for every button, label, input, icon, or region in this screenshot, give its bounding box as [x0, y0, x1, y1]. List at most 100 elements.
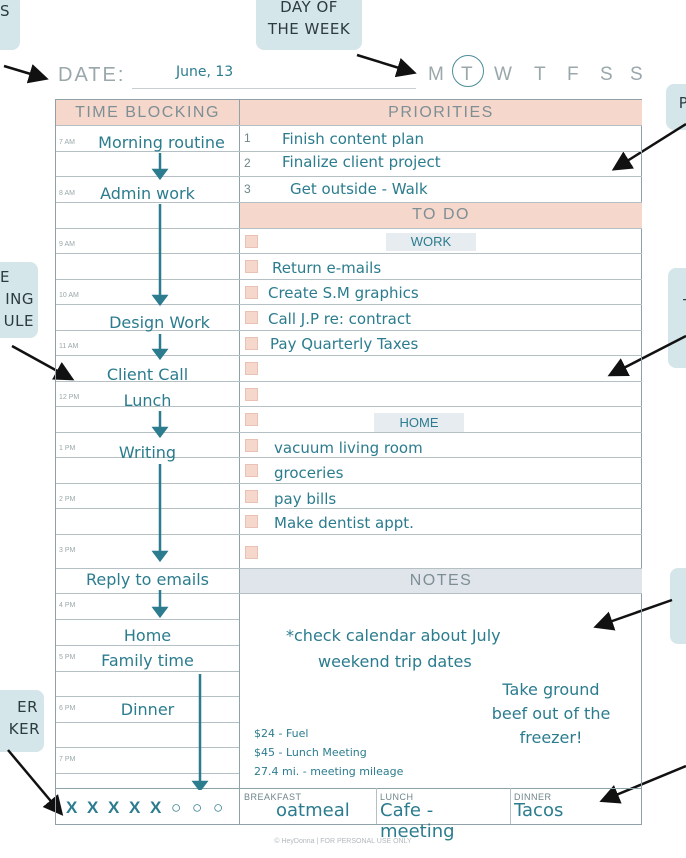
schedule-entry[interactable]: Dinner [120, 700, 175, 719]
todo-header: TO DO [240, 202, 642, 228]
time-label: 11 AM [59, 343, 79, 350]
todo-checkbox[interactable] [245, 235, 258, 248]
time-label: 7 AM [59, 139, 75, 146]
row-line [56, 406, 642, 407]
day-w[interactable]: W [494, 64, 512, 85]
breakfast-cell[interactable]: BREAKFAST oatmeal [240, 788, 377, 824]
note-reminder[interactable]: Take ground beef out of the freezer! [476, 678, 626, 750]
lunch-cell[interactable]: LUNCH Cafe - meeting [376, 788, 511, 842]
schedule-entry[interactable]: Writing [118, 443, 177, 462]
note-line[interactable]: weekend trip dates [318, 652, 472, 671]
todo-checkbox[interactable] [245, 515, 258, 528]
todo-item[interactable]: Make dentist appt. [274, 514, 414, 532]
row-line [56, 593, 642, 594]
row-line [56, 534, 642, 535]
callout-line: KER [8, 720, 40, 738]
row-line [56, 483, 642, 484]
day-th[interactable]: T [534, 64, 546, 85]
arrow-notes [593, 598, 673, 631]
day-of-week-callout: DAY OF THE WEEK [256, 0, 362, 50]
priority-item[interactable]: Get outside - Walk [290, 180, 428, 198]
callout-line: S [0, 2, 11, 20]
todo-checkbox[interactable] [245, 464, 258, 477]
row-line [56, 125, 642, 126]
note-line[interactable]: *check calendar about July [286, 626, 501, 645]
water-glass-empty-icon[interactable]: ○ [192, 798, 203, 817]
todo-checkbox[interactable] [245, 260, 258, 273]
priorities-callout: PI [666, 84, 686, 130]
arrow-date [3, 64, 49, 84]
todo-item[interactable]: Return e-mails [272, 259, 382, 277]
time-label: 3 PM [59, 547, 76, 554]
row-line [56, 457, 642, 458]
day-sa[interactable]: S [600, 64, 613, 85]
todo-item[interactable]: Create S.M graphics [268, 284, 419, 302]
schedule-entry[interactable]: Lunch [123, 391, 172, 410]
callout-line: DAY OF [280, 0, 338, 16]
water-glass-empty-icon[interactable]: ○ [171, 798, 182, 817]
priority-item[interactable]: Finalize client project [282, 153, 441, 171]
date-row: DATE: June, 13 M T W T F S S [58, 58, 658, 92]
expense-list[interactable]: $24 - Fuel $45 - Lunch Meeting 27.4 mi. … [254, 724, 403, 781]
todo-checkbox[interactable] [245, 362, 258, 375]
meal-row: BREAKFAST oatmeal LUNCH Cafe - meeting D… [240, 788, 642, 842]
dinner-cell[interactable]: DINNER Tacos [510, 788, 642, 824]
breakfast-label: BREAKFAST [244, 792, 302, 802]
meal-row-line [56, 788, 642, 789]
schedule-entry[interactable]: Design Work [109, 313, 210, 332]
day-f[interactable]: F [567, 64, 579, 85]
priority-number: 3 [244, 182, 251, 196]
row-line [56, 747, 239, 748]
water-glass-done-icon[interactable]: X [108, 798, 120, 817]
row-line [56, 568, 642, 569]
day-su[interactable]: S [630, 64, 643, 85]
todo-checkbox[interactable] [245, 337, 258, 350]
water-glass-done-icon[interactable]: X [150, 798, 162, 817]
reminder-line: beef out of the [491, 704, 611, 723]
water-glass-empty-icon[interactable]: ○ [213, 798, 224, 817]
todo-item[interactable]: pay bills [274, 490, 337, 508]
todo-checkbox[interactable] [245, 546, 258, 559]
time-label: 10 AM [59, 292, 79, 299]
water-glass-done-icon[interactable]: X [87, 798, 99, 817]
schedule-entry[interactable]: Admin work [100, 184, 195, 203]
schedule-entry[interactable]: Client Call [106, 365, 189, 384]
lunch-value: Cafe - meeting [380, 800, 455, 842]
selected-day-circle [452, 55, 484, 87]
todo-checkbox[interactable] [245, 439, 258, 452]
expense-line: 27.4 mi. - meeting mileage [254, 765, 404, 778]
todo-item[interactable]: Pay Quarterly Taxes [270, 335, 419, 353]
row-line [56, 151, 642, 152]
lunch-label: LUNCH [380, 792, 414, 802]
todo-item[interactable]: vacuum living room [274, 439, 423, 457]
planner-grid: TIME BLOCKING PRIORITIES TO DO NOTES 7 A… [55, 99, 642, 842]
water-glass-done-icon[interactable]: X [66, 798, 78, 817]
callout-line: E [0, 268, 10, 286]
schedule-entry[interactable]: Reply to emails [85, 570, 209, 589]
schedule-entry[interactable]: Morning routine [98, 133, 225, 152]
todo-checkbox[interactable] [245, 311, 258, 324]
reminder-line: freezer! [519, 728, 583, 747]
callout-line: S [685, 594, 686, 612]
column-divider [239, 100, 240, 824]
callout-line: T [683, 296, 686, 314]
schedule-entry[interactable]: Family time [101, 651, 194, 670]
row-line [56, 202, 642, 203]
todo-checkbox[interactable] [245, 490, 258, 503]
time-label: 2 PM [59, 496, 76, 503]
todo-item[interactable]: groceries [274, 464, 344, 482]
water-glass-done-icon[interactable]: X [129, 798, 141, 817]
date-value[interactable]: June, 13 [176, 64, 234, 80]
time-label: 5 PM [59, 654, 76, 661]
time-label: 8 AM [59, 190, 75, 197]
todo-checkbox[interactable] [245, 388, 258, 401]
breakfast-value: oatmeal [276, 800, 350, 821]
todo-checkbox[interactable] [245, 413, 258, 426]
day-m[interactable]: M [428, 64, 444, 85]
todo-checkbox[interactable] [245, 286, 258, 299]
row-line [56, 508, 642, 509]
priority-item[interactable]: Finish content plan [282, 130, 425, 148]
row-line [56, 696, 239, 697]
todo-item[interactable]: Call J.P re: contract [268, 310, 411, 328]
schedule-entry[interactable]: Home [123, 626, 172, 645]
